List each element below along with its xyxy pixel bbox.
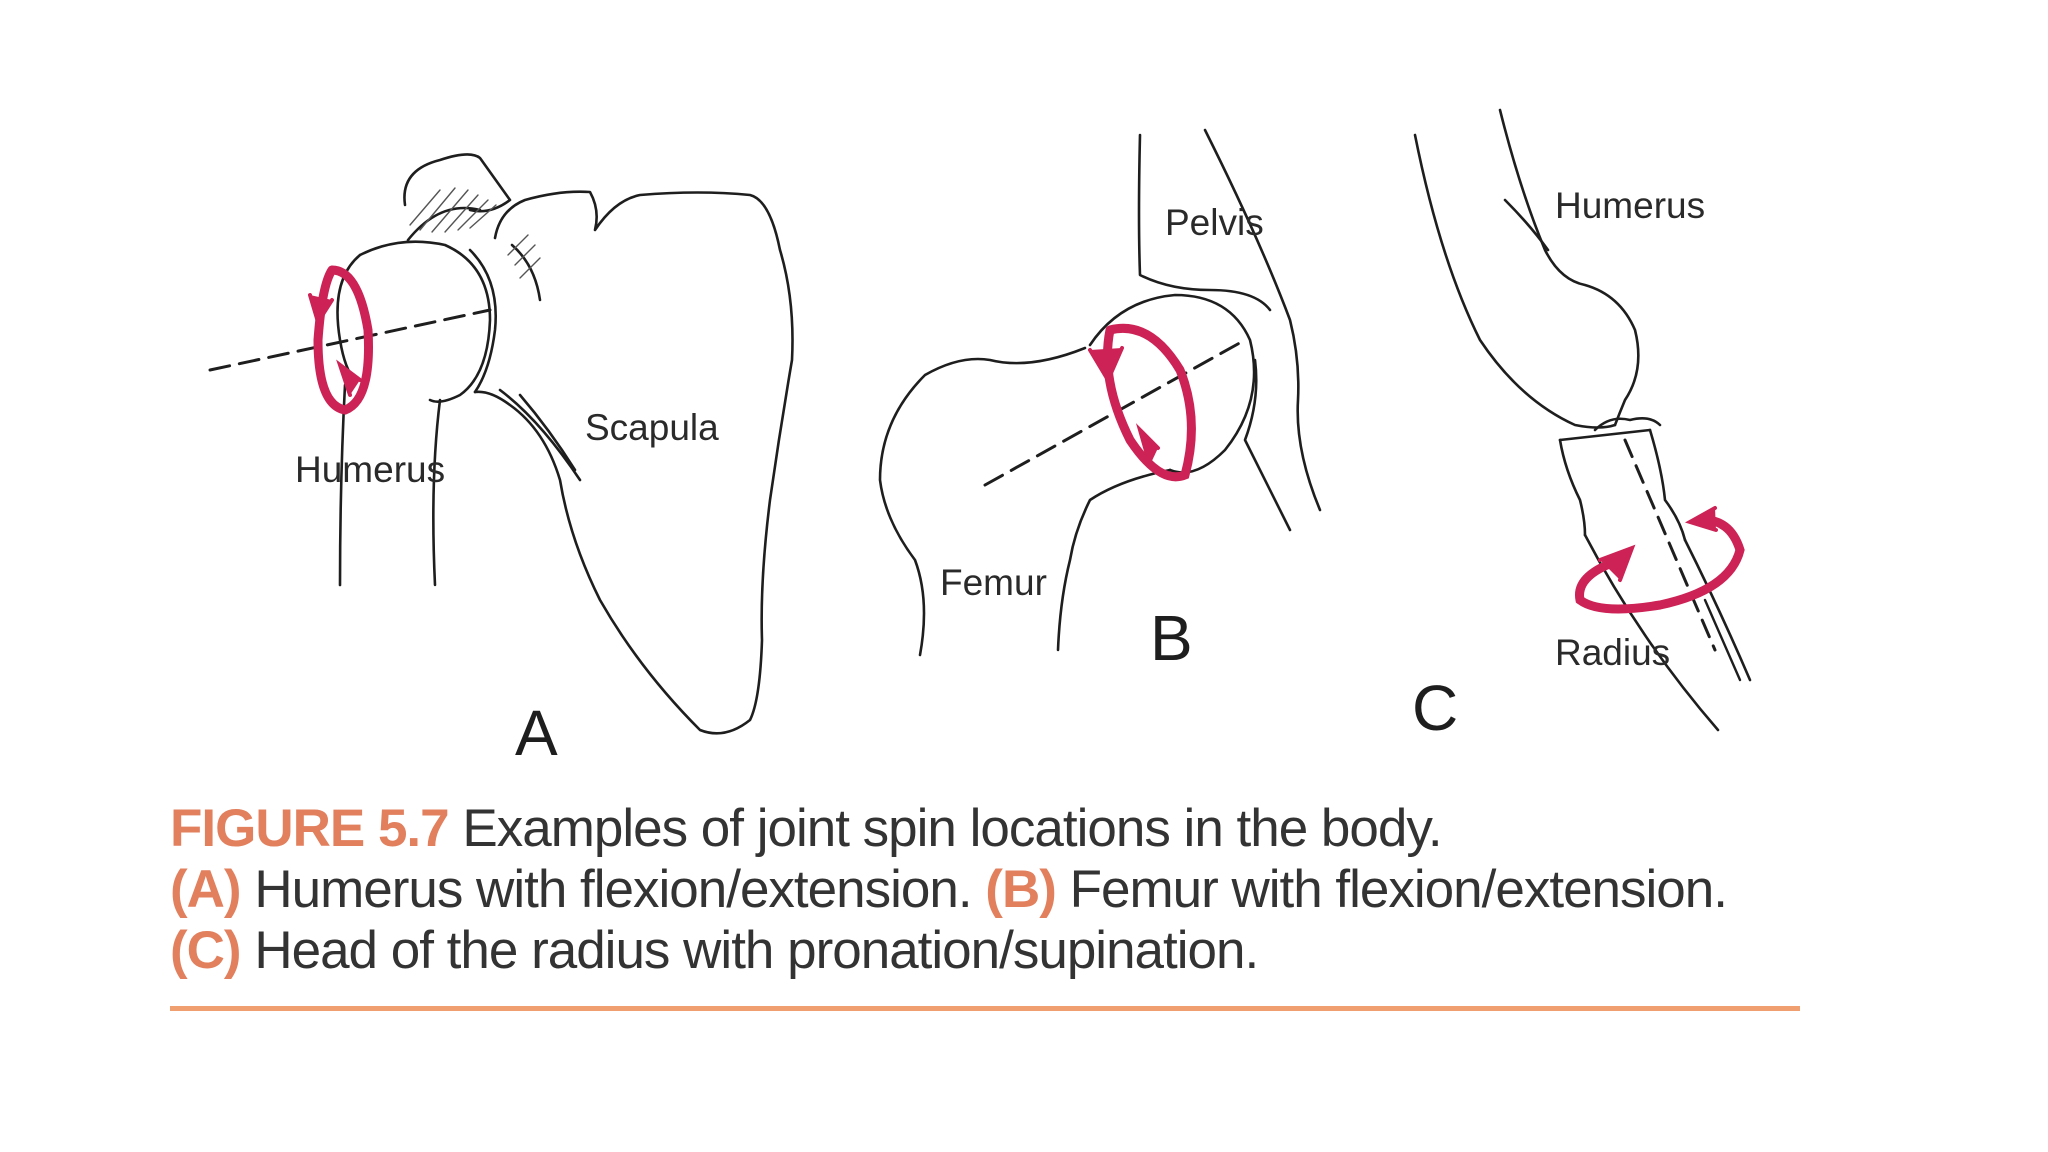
- panel-letter-b: B: [1150, 602, 1193, 674]
- caption-line-1: FIGURE 5.7 Examples of joint spin locati…: [170, 798, 1810, 859]
- figure-title: Examples of joint spin locations in the …: [462, 799, 1442, 858]
- caption-divider: [170, 1006, 1800, 1011]
- figure-caption: FIGURE 5.7 Examples of joint spin locati…: [170, 798, 1810, 981]
- spin-arrow-a: [308, 265, 373, 415]
- label-pelvis: Pelvis: [1165, 202, 1264, 243]
- caption-tag-a: (A): [170, 860, 242, 919]
- caption-text-c: Head of the radius with pronation/supina…: [254, 921, 1259, 980]
- label-humerus-c: Humerus: [1555, 185, 1705, 226]
- panel-b-hip-drawing: [878, 128, 1322, 657]
- panel-letter-a: A: [515, 697, 558, 769]
- label-scapula: Scapula: [585, 407, 719, 448]
- label-humerus-a: Humerus: [295, 449, 445, 490]
- caption-text-a: Humerus with flexion/extension.: [254, 860, 972, 919]
- caption-line-2: (A) Humerus with flexion/extension. (B) …: [170, 859, 1810, 920]
- panel-letter-c: C: [1412, 672, 1458, 744]
- label-femur: Femur: [940, 562, 1047, 603]
- joint-spin-illustration: Humerus Scapula A Pelvis Femur B Humerus…: [208, 108, 1752, 769]
- caption-tag-b: (B): [985, 860, 1057, 919]
- panel-a-shoulder-drawing: [208, 153, 794, 735]
- label-radius: Radius: [1555, 632, 1670, 673]
- figure-number: FIGURE 5.7: [170, 799, 450, 858]
- spin-arrow-b: [1088, 323, 1196, 482]
- caption-text-b: Femur with flexion/extension.: [1069, 860, 1728, 919]
- caption-tag-c: (C): [170, 921, 242, 980]
- caption-line-3: (C) Head of the radius with pronation/su…: [170, 920, 1810, 981]
- spin-arrow-c: [1575, 506, 1745, 614]
